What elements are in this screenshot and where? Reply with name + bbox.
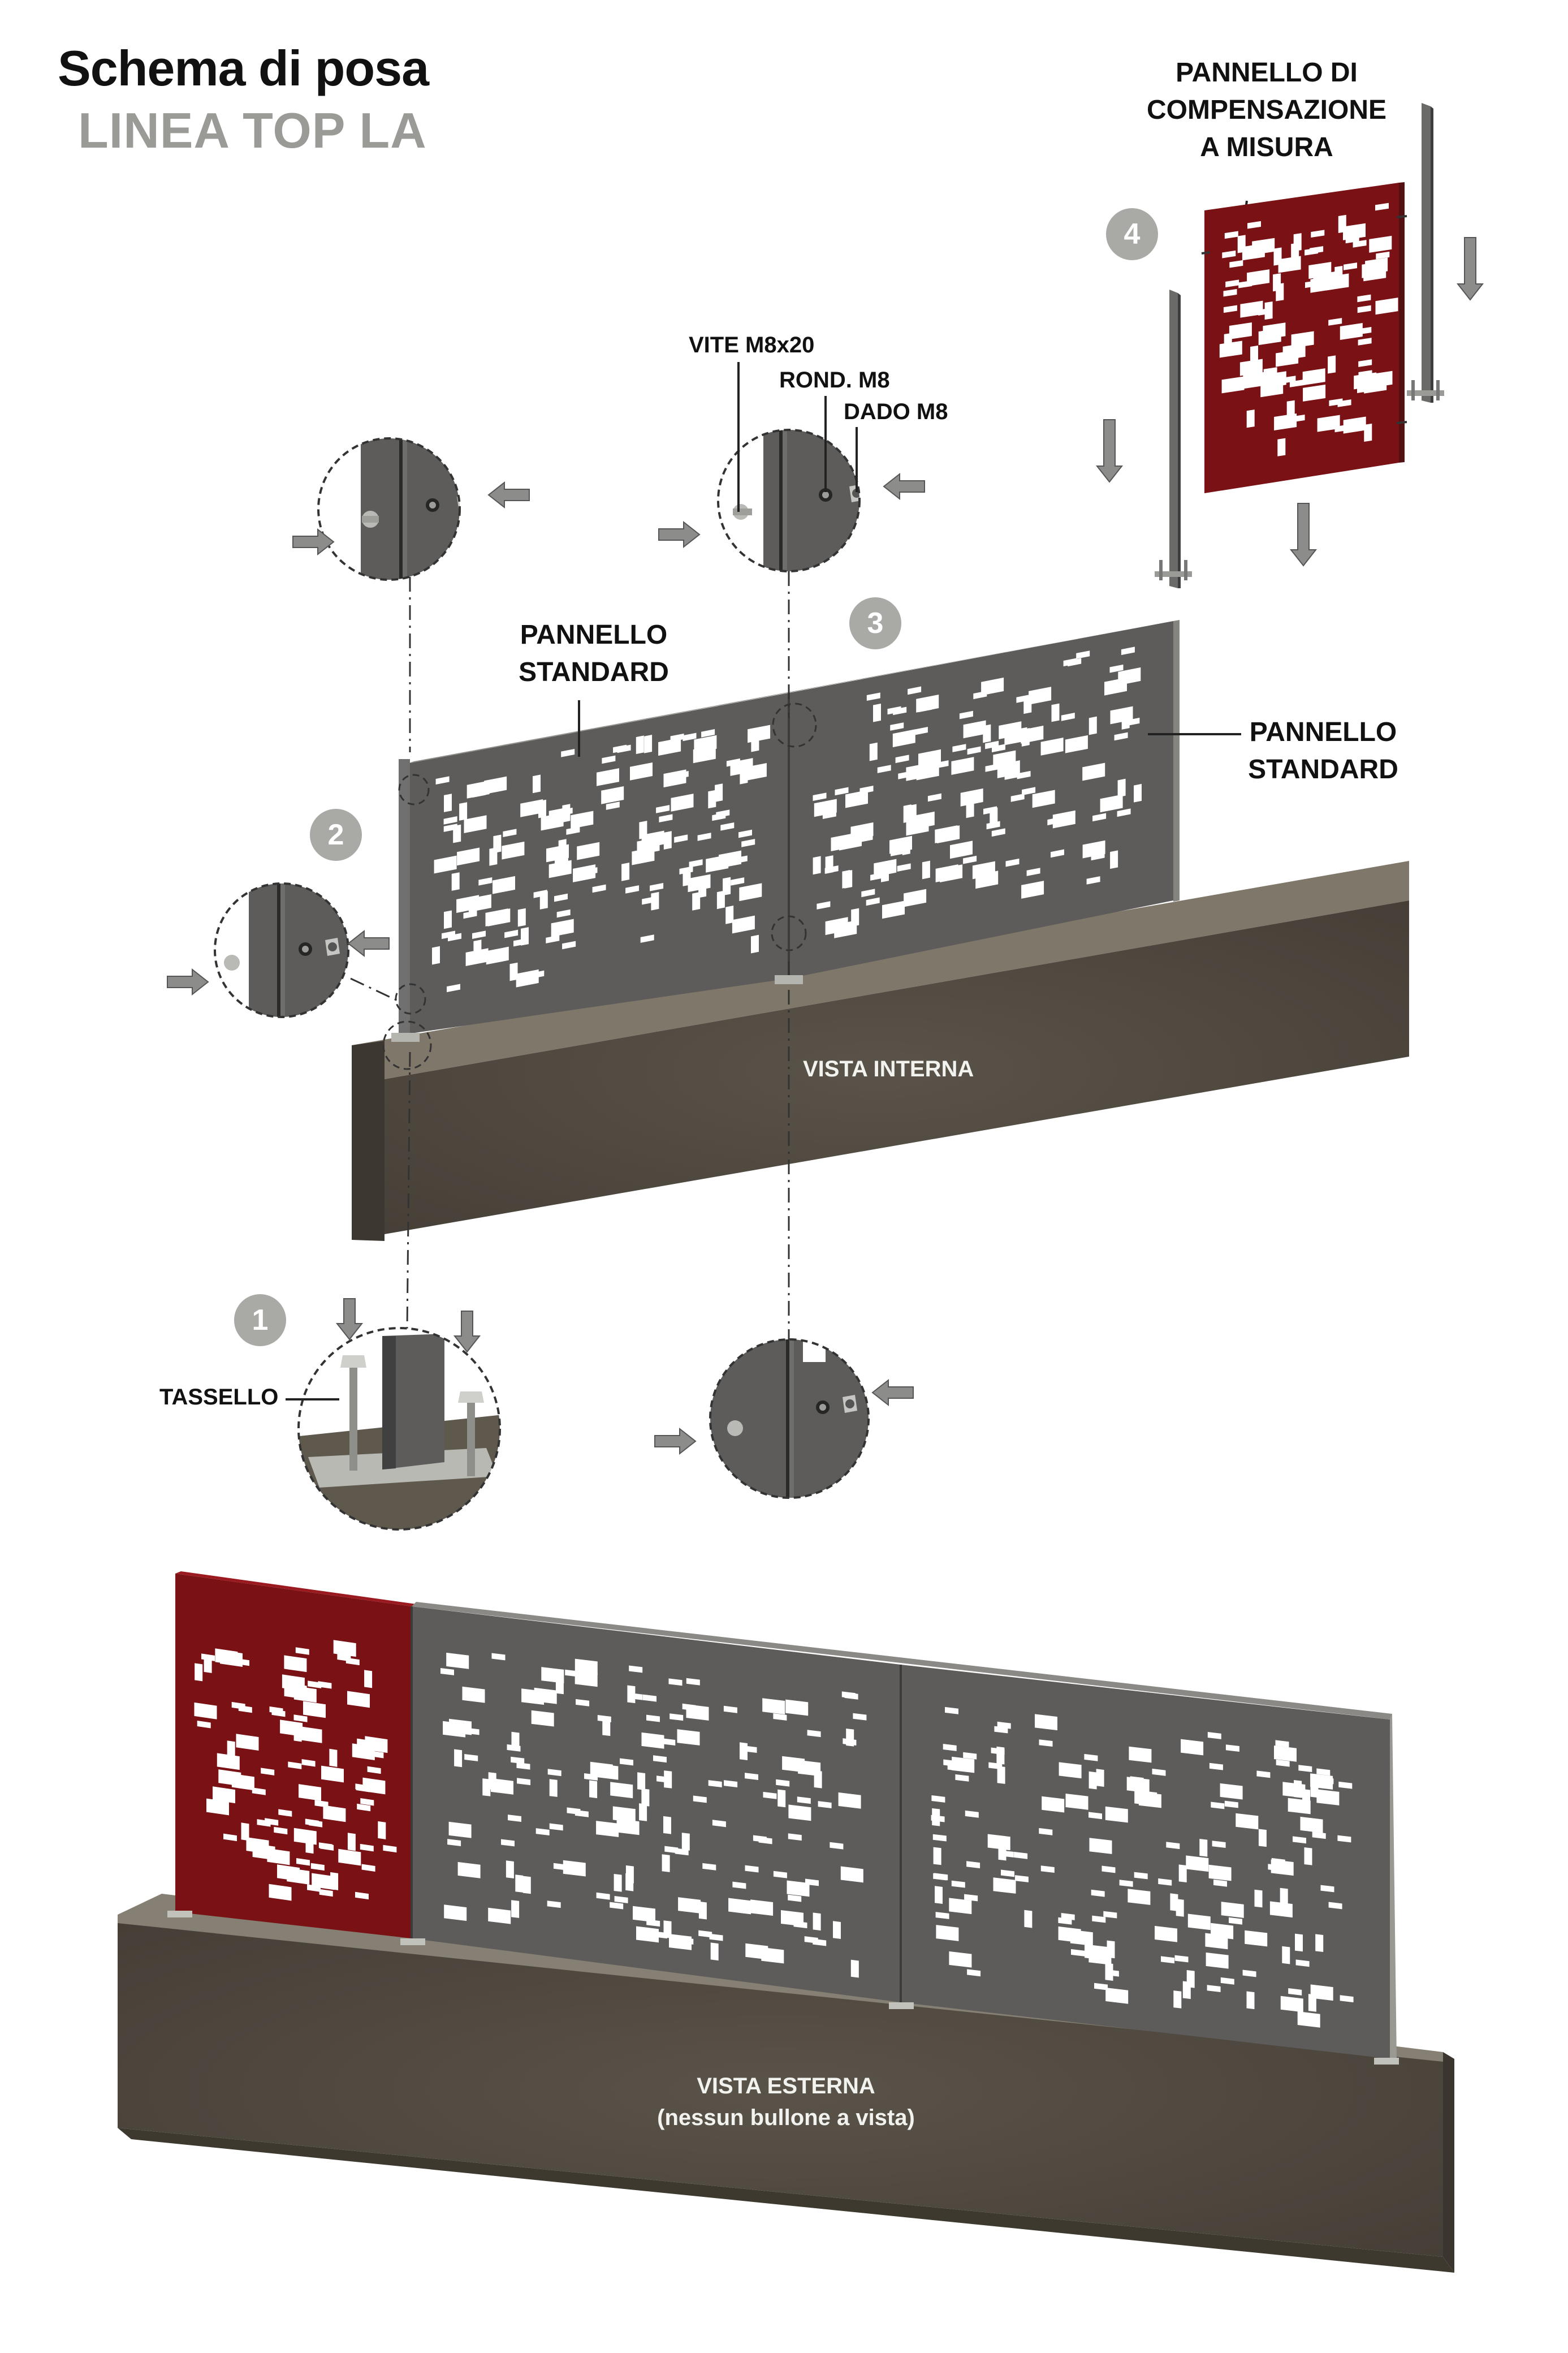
- standard-panel-label-right: PANNELLO STANDARD: [1248, 717, 1398, 785]
- detail-circle-c: [214, 882, 349, 1018]
- page-title: Schema di posa: [58, 40, 429, 96]
- compensation-panel-label: PANNELLO DI COMPENSAZIONE A MISURA: [1146, 58, 1387, 162]
- inner-wall: [352, 861, 1409, 1241]
- inner-panels: [399, 620, 1180, 1036]
- detail-circle-a: [317, 437, 461, 581]
- detail-circle-b: [717, 429, 861, 572]
- detail-circle-e: [709, 1338, 870, 1499]
- standard-panel-label-left: PANNELLO STANDARD: [519, 620, 669, 687]
- detail-circle-d: [297, 1327, 501, 1531]
- step-badge-1: 1: [234, 1294, 286, 1346]
- step-badge-3: 3: [849, 597, 901, 649]
- screw-label: VITE M8x20: [689, 333, 815, 357]
- page-subtitle: LINEA TOP LA: [78, 102, 427, 158]
- outer-view-label: VISTA ESTERNA (nessun bullone a vista): [657, 2074, 915, 2130]
- step-badge-2: 2: [310, 809, 362, 861]
- arrow-icon: [167, 237, 1484, 1455]
- compensation-panel-group: [1155, 103, 1444, 588]
- step-badge-4: 4: [1106, 208, 1158, 260]
- outer-panels: [167, 1571, 1399, 2065]
- washer-label: ROND. M8: [779, 368, 890, 393]
- inner-view-label: VISTA INTERNA: [803, 1057, 974, 1081]
- anchor-label: TASSELLO: [159, 1385, 279, 1410]
- nut-label: DADO M8: [844, 399, 948, 424]
